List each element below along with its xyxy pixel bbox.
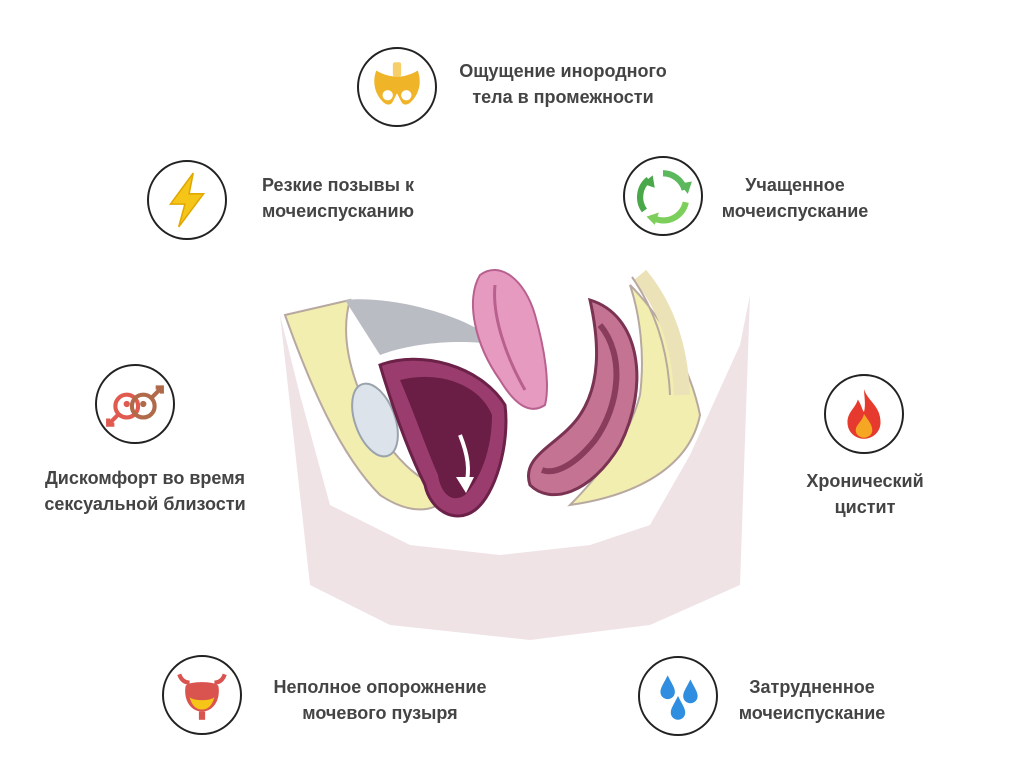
uterus-cavity [493, 284, 527, 391]
incomplete-icon-circle [162, 655, 242, 735]
cycle-arrows-icon [637, 170, 692, 225]
frequent-icon-circle [623, 156, 703, 236]
body-skin-shape [280, 295, 750, 640]
water-drops-icon [660, 675, 698, 720]
incomplete-label: Неполное опорожнение мочевого пузыря [273, 677, 487, 723]
gender-symbols-icon [106, 385, 164, 427]
discomfort-icon-circle [95, 364, 175, 444]
urgency-label: Резкие позывы к мочеиспусканию [262, 175, 414, 221]
cystitis-label: Хронический цистит [806, 471, 924, 517]
pelvic-anatomy-illustration [280, 269, 750, 640]
uterus [472, 269, 548, 410]
lightning-icon [168, 172, 206, 228]
spine [633, 269, 690, 396]
pubic-bone [351, 382, 399, 458]
pelvis-icon [374, 62, 420, 105]
spine-outline [631, 276, 671, 396]
prolapse-arrowhead [456, 477, 474, 493]
bladder-icon [177, 673, 227, 720]
difficult-icon-circle [638, 656, 718, 736]
cystitis-icon-circle [824, 374, 904, 454]
urgency-icon-circle [147, 160, 227, 240]
rectum-inner [540, 323, 620, 475]
flame-icon [847, 389, 881, 439]
discomfort-label: Дискомфорт во время сексуальной близости [44, 468, 246, 514]
peritoneum [345, 299, 500, 355]
difficult-label: Затрудненное мочеиспускание [738, 677, 886, 723]
frequent-label: Учащенное мочеиспускание [721, 175, 869, 221]
foreign-body-label: Ощущение инородного тела в промежности [459, 61, 667, 107]
foreign-body-icon-circle [357, 47, 437, 127]
